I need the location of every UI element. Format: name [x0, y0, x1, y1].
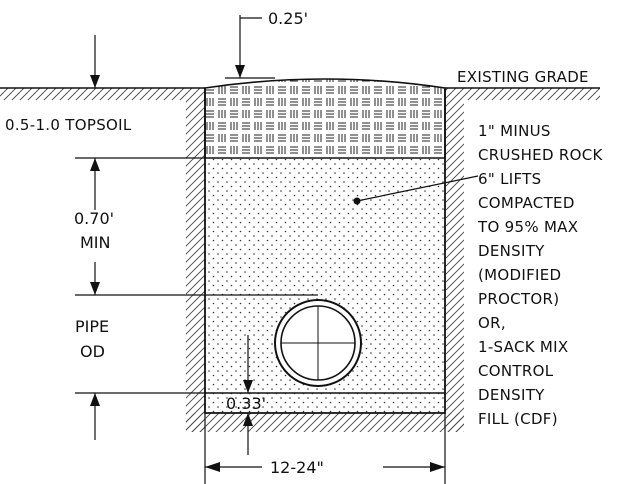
- backfill-leader-line: [356, 175, 479, 202]
- pipe: [274, 299, 362, 387]
- backfill-note-line: FILL (CDF): [478, 410, 558, 428]
- trench-floor-hatch: [186, 413, 464, 432]
- width-dimension: [204, 413, 446, 484]
- crown-dim-label: 0.25': [268, 9, 308, 28]
- native-soil: [0, 88, 600, 432]
- bedding-dim-label: 0.33': [226, 394, 266, 413]
- arrowhead-bedding-top: [243, 380, 253, 393]
- backfill-note-line: CRUSHED ROCK: [478, 146, 603, 164]
- cover-dim-suffix: MIN: [80, 233, 111, 252]
- ground-hatch-right: [445, 88, 600, 100]
- arrowhead-grade: [90, 75, 100, 88]
- backfill-note-line: PROCTOR): [478, 290, 559, 308]
- arrowhead-bedding-bottom: [243, 413, 253, 426]
- pipe-od-label-line2: OD: [80, 342, 105, 361]
- pipe-od-label-line1: PIPE: [75, 317, 109, 336]
- backfill-note-line: (MODIFIED: [478, 266, 561, 284]
- crown-dimension: [235, 15, 262, 78]
- trench-wall-left-hatch: [186, 100, 205, 432]
- cover-dim-label: 0.70': [74, 209, 114, 228]
- backfill-note-line: TO 95% MAX: [477, 218, 578, 236]
- trench-outline: [204, 88, 446, 414]
- topsoil-layer: [204, 78, 446, 159]
- arrowhead-cover-top: [90, 158, 100, 171]
- backfill-note-line: 1" MINUS: [478, 122, 551, 140]
- backfill-note-line: 6" LIFTS: [478, 170, 541, 188]
- arrowhead-width-left: [205, 462, 220, 472]
- bedding-dimension: [243, 335, 253, 455]
- backfill-note-line: DENSITY: [478, 386, 545, 404]
- trench-wall-right-hatch: [445, 100, 464, 432]
- backfill-note-line: OR,: [478, 314, 506, 332]
- existing-grade-label: EXISTING GRADE: [457, 68, 589, 86]
- width-dim-label: 12-24": [270, 458, 324, 477]
- backfill-note: 1" MINUS CRUSHED ROCK 6" LIFTS COMPACTED…: [477, 122, 603, 428]
- vertical-dimension-chain: [90, 35, 100, 440]
- backfill-note-line: 1-SACK MIX: [478, 338, 568, 356]
- arrowhead-width-right: [430, 462, 445, 472]
- topsoil-label: 0.5-1.0 TOPSOIL: [5, 116, 132, 134]
- arrowhead-od-bottom: [90, 393, 100, 406]
- backfill-note-line: COMPACTED: [478, 194, 575, 212]
- arrowhead-cover-bottom: [90, 282, 100, 295]
- backfill-note-line: CONTROL: [478, 362, 554, 380]
- backfill-note-line: DENSITY: [478, 242, 545, 260]
- arrowhead-crown: [235, 65, 245, 78]
- backfill-leader-dot: [353, 197, 361, 205]
- ground-hatch-left: [0, 88, 205, 100]
